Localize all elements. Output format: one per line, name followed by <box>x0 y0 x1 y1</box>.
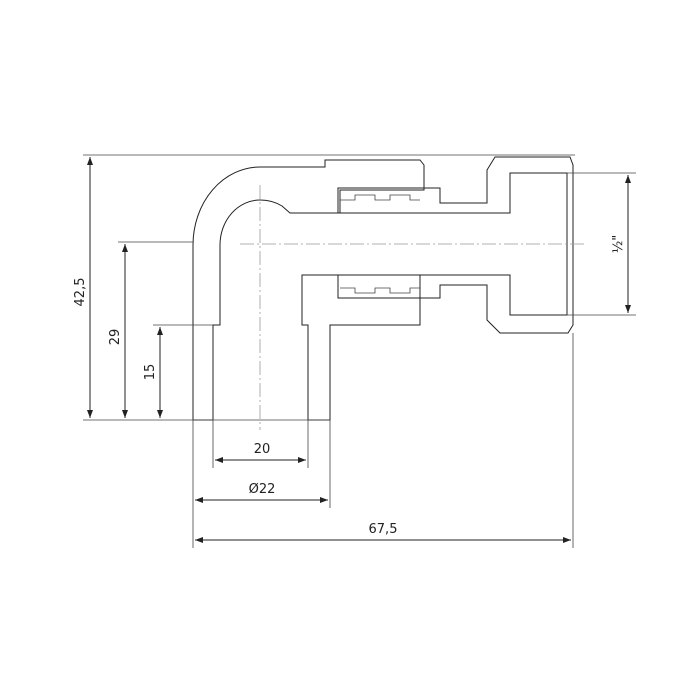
extension-lines <box>83 154 636 548</box>
thread-steps-lower <box>340 287 420 294</box>
label-inner-diameter: 20 <box>254 442 271 457</box>
thread-steps-upper <box>340 194 420 201</box>
brass-insert-nut <box>337 156 574 334</box>
pp-body-elbow <box>192 159 425 421</box>
label-outer-diameter: Ø22 <box>249 482 276 497</box>
pp-body-lower <box>301 274 421 421</box>
label-thread-size: ½" <box>611 235 626 254</box>
label-axis-height: 29 <box>108 329 123 346</box>
label-overall-height: 42,5 <box>73 278 88 307</box>
label-socket-depth: 15 <box>143 364 158 381</box>
label-overall-length: 67,5 <box>369 522 398 537</box>
